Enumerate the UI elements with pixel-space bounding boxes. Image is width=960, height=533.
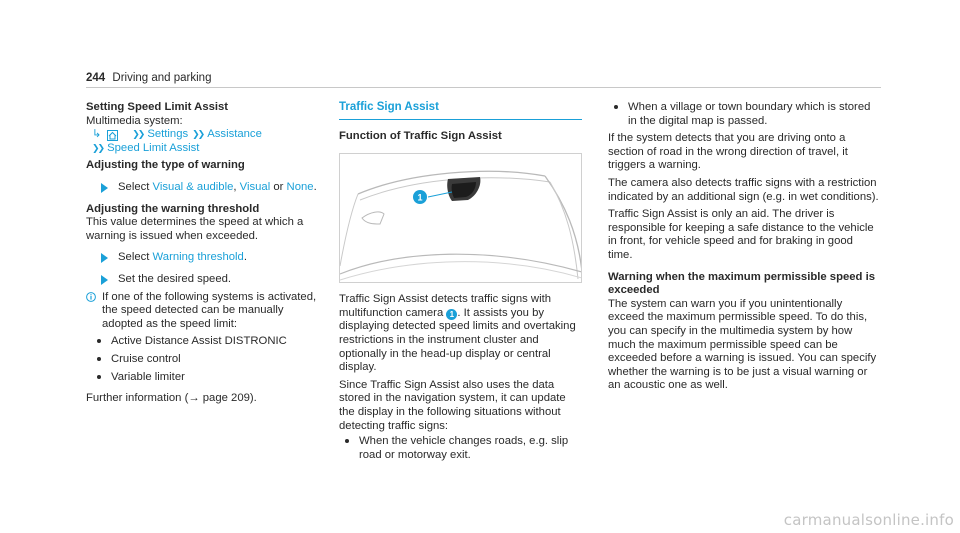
- chevron-right-icon: ❯❯: [192, 129, 205, 140]
- column-right: When a village or town boundary which is…: [608, 101, 880, 393]
- threshold-heading: Adjusting the warning threshold: [86, 202, 260, 215]
- period: .: [313, 180, 317, 193]
- additional-sign-paragraph: The camera also detects traffic signs wi…: [608, 176, 879, 203]
- home-icon: [107, 130, 119, 142]
- list-item: Active Distance Assist DISTRONIC: [86, 335, 326, 349]
- header-section: Driving and parking: [112, 72, 212, 84]
- list-item: Variable limiter: [86, 371, 326, 385]
- separator-comma: ,: [233, 180, 237, 193]
- select-word: Select: [118, 251, 150, 264]
- menu-path-settings[interactable]: Settings: [147, 128, 189, 141]
- callout-badge: [413, 190, 427, 205]
- step-arrow-icon: [101, 274, 108, 285]
- list-item: Cruise control: [86, 353, 326, 367]
- info-note: If one of the following systems is activ…: [86, 291, 326, 332]
- page-header: 244 Driving and parking: [86, 71, 881, 88]
- column-middle: Traffic Sign Assist Function of Traffic …: [339, 101, 582, 462]
- system-list: Active Distance Assist DISTRONIC Cruise …: [86, 335, 326, 384]
- step-set-speed: Set the desired speed.: [86, 273, 326, 287]
- list-item: When the vehicle changes roads, e.g. sli…: [339, 435, 582, 462]
- menu-path: ↳ ❯❯ Settings ❯❯ Assistance: [86, 128, 326, 142]
- function-paragraph: Traffic Sign Assist detects traffic sign…: [339, 293, 582, 375]
- callout-label: 1: [417, 193, 422, 203]
- option-visual[interactable]: Visual: [239, 180, 271, 193]
- note-text: If one of the following systems is activ…: [102, 290, 317, 330]
- inline-callout-badge: 1: [446, 308, 458, 320]
- step-arrow-icon: [101, 182, 108, 193]
- option-visual-audible[interactable]: Visual & audible: [152, 180, 234, 193]
- select-word: Select: [118, 180, 150, 193]
- para-text: Traffic Sign Assist detects traffic sign…: [339, 293, 552, 319]
- adjust-type-heading: Adjusting the type of warning: [86, 159, 245, 172]
- set-speed-text: Set the desired speed.: [118, 272, 232, 285]
- step-select-type: Select Visual & audible, Visual or None.: [86, 181, 326, 195]
- threshold-description: This value determines the speed at which…: [86, 216, 304, 242]
- situation-list-cont: When a village or town boundary which is…: [608, 101, 880, 128]
- step-select-threshold: Select Warning threshold.: [86, 251, 326, 265]
- chevron-right-icon: ❯❯: [132, 129, 145, 140]
- menu-path-speed-limit-assist[interactable]: Speed Limit Assist: [107, 141, 200, 154]
- windshield-camera-figure: 1: [339, 153, 582, 284]
- para-text: . It assists you by displaying detected …: [339, 306, 576, 374]
- speed-limit-title: Setting Speed Limit Assist: [86, 101, 229, 113]
- option-warning-threshold[interactable]: Warning threshold: [152, 251, 244, 264]
- function-heading: Function of Traffic Sign Assist: [339, 129, 502, 142]
- wrong-direction-paragraph: If the system detects that you are drivi…: [608, 132, 848, 172]
- menu-path-assistance[interactable]: Assistance: [207, 128, 262, 141]
- section-title: Traffic Sign Assist: [339, 101, 582, 120]
- watermark: carmanualsonline.info: [783, 511, 954, 529]
- driver-responsibility-paragraph: Traffic Sign Assist is only an aid. The …: [608, 208, 874, 261]
- warning-heading: Warning when the maximum permissible spe…: [608, 270, 876, 297]
- period: .: [243, 251, 247, 264]
- page-number: 244: [86, 72, 106, 84]
- menu-path-row-2: ❯❯ Speed Limit Assist: [86, 142, 326, 156]
- step-text: Select Warning threshold.: [118, 251, 247, 265]
- column-left: Setting Speed Limit Assist Multimedia sy…: [86, 101, 326, 406]
- step-arrow-icon: [101, 253, 108, 264]
- chevron-right-icon: ❯❯: [92, 142, 105, 153]
- list-item: When a village or town boundary which is…: [608, 101, 880, 128]
- windshield-illustration: 1: [340, 170, 581, 281]
- menu-label: Multimedia system:: [86, 114, 183, 127]
- info-icon: [86, 291, 96, 302]
- further-information-link[interactable]: Further information (→ page 209).: [86, 392, 257, 405]
- option-none[interactable]: None: [286, 180, 314, 193]
- step-text: Select Visual & audible, Visual or None.: [118, 181, 317, 195]
- or-word: or: [273, 180, 284, 193]
- situation-list: When the vehicle changes roads, e.g. sli…: [339, 435, 582, 462]
- warning-paragraph: The system can warn you if you unintenti…: [608, 297, 877, 392]
- return-arrow-icon: ↳: [92, 128, 102, 141]
- navigation-paragraph: Since Traffic Sign Assist also uses the …: [339, 378, 566, 432]
